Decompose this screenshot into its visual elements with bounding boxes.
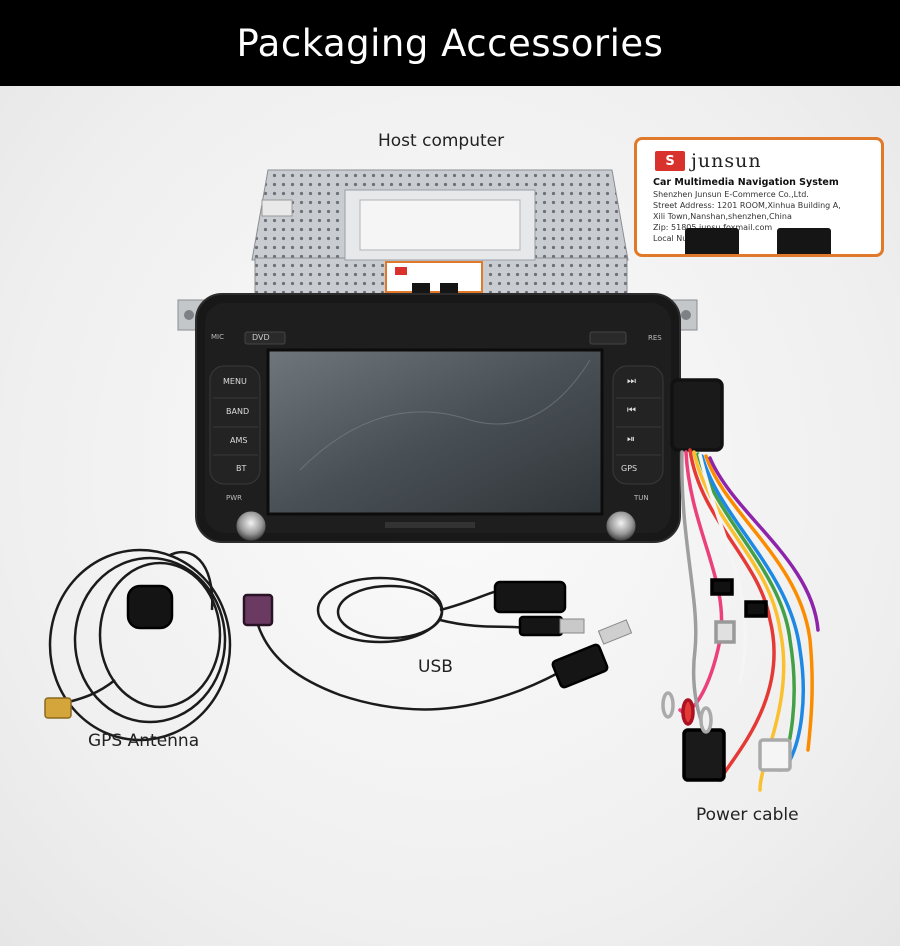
callout-line: Shenzhen Junsun E-Commerce Co.,Ltd. <box>653 190 809 199</box>
clip-left <box>685 228 739 254</box>
clip-right <box>777 228 831 254</box>
bt-button[interactable]: BT <box>236 464 247 473</box>
caption-power-cable: Power cable <box>696 805 799 825</box>
gps-button[interactable]: GPS <box>621 464 638 473</box>
gps-antenna <box>44 548 232 742</box>
callout-line: Zip: 51805 junsu foxmail.com <box>653 223 773 232</box>
ams-button[interactable]: AMS <box>230 436 248 445</box>
band-button[interactable]: BAND <box>226 407 250 416</box>
res-label: RES <box>648 334 662 342</box>
junsun-logo-icon: S <box>655 151 685 171</box>
menu-button[interactable]: MENU <box>223 377 247 386</box>
usb-cable <box>316 576 585 644</box>
banner: Packaging Accessories <box>0 0 900 86</box>
callout-system: Car Multimedia Navigation System <box>653 177 839 188</box>
tun-label: TUN <box>634 494 649 502</box>
caption-gps-antenna: GPS Antenna <box>88 731 200 751</box>
next-track-button[interactable]: ⏭ <box>627 376 636 387</box>
host-chassis <box>251 169 629 301</box>
power-cable <box>661 378 820 792</box>
play-pause-button[interactable]: ⏯ <box>627 434 635 445</box>
mic-label: MIC <box>211 333 224 341</box>
caption-usb: USB <box>418 657 453 677</box>
pwr-label: PWR <box>226 494 243 502</box>
caption-host-computer: Host computer <box>378 131 505 151</box>
callout-logo-row: S junsun <box>655 150 881 172</box>
dvd-label: DVD <box>252 333 270 342</box>
callout-brand: junsun <box>691 150 762 172</box>
radio-adapter <box>242 593 633 711</box>
head-unit <box>195 293 681 543</box>
callout-line: Xili Town,Nanshan,shenzhen,China <box>653 212 792 221</box>
banner-title: Packaging Accessories <box>236 21 664 65</box>
prev-track-button[interactable]: ⏮ <box>627 405 636 416</box>
callout-line: Street Address: 1201 ROOM,Xinhua Buildin… <box>653 201 841 210</box>
label-callout: S junsun Car Multimedia Navigation Syste… <box>634 137 884 257</box>
